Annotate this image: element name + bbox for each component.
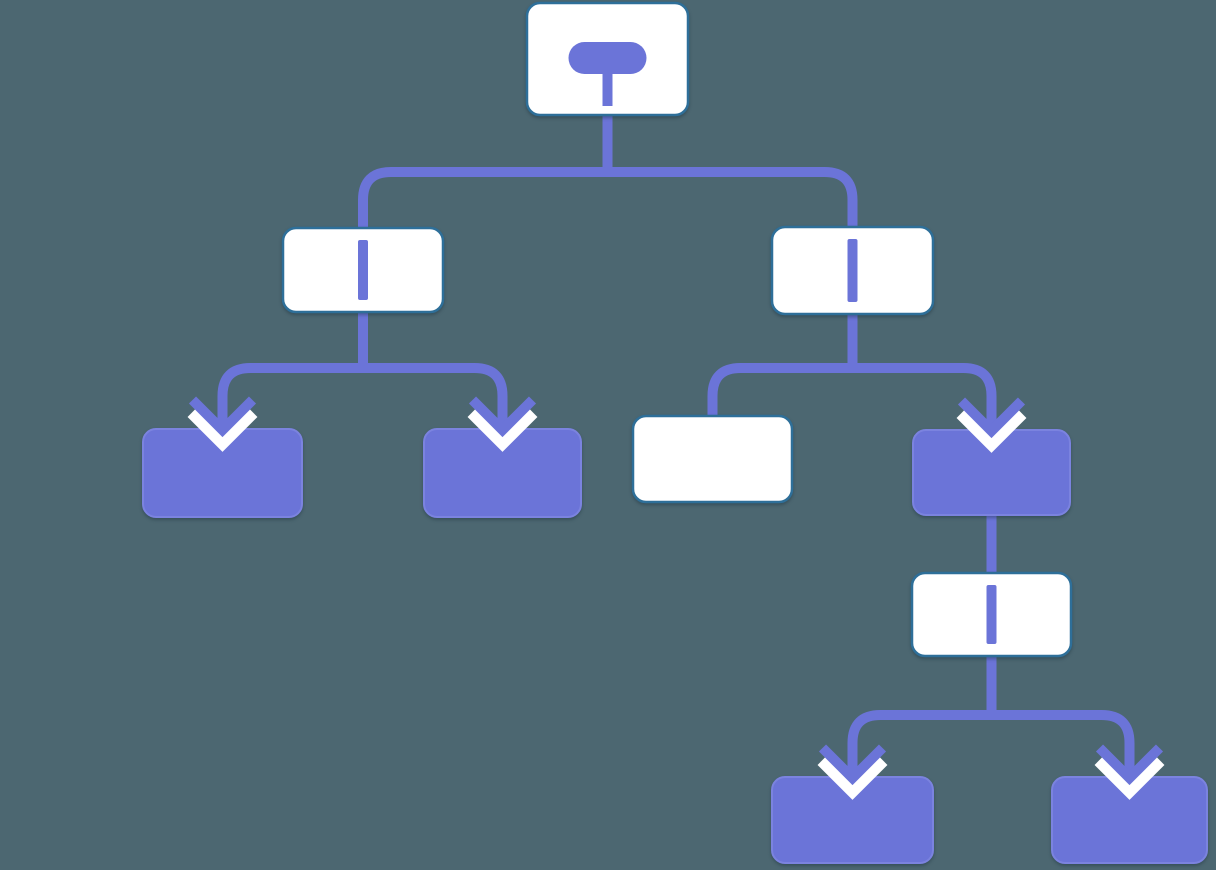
arrow-chevron-icon [187,396,258,452]
divider-bar [847,239,858,302]
arrowhead-layer [187,396,1165,800]
chevron-casing [956,408,1027,453]
pill-shape [568,42,647,74]
divider-bar [986,585,997,644]
connector-edge-from-root [358,115,858,231]
connector-segment [707,363,853,419]
chevron-inner [818,744,887,786]
arrow-chevron-icon [1094,744,1165,800]
arrow-chevron-icon [817,744,888,800]
divider-bar [358,240,368,300]
connector-layer [217,115,1135,775]
arrow-chevron-icon [467,396,538,452]
decision-node-bottom [910,571,1073,658]
arrow-chevron-icon [956,397,1027,453]
node-layer [142,1,1208,864]
connector-edge-from-split-mid [847,656,1135,775]
connector-segment [358,167,608,231]
connector-edge-from-split-right [707,314,997,428]
connector-segment [847,710,992,775]
pill-stem-icon [568,42,647,106]
decision-node-right [770,225,935,316]
chevron-inner [957,397,1026,439]
connector-segment [607,167,858,230]
chevron-casing [467,407,538,452]
task-node-box [631,414,794,504]
chevron-casing [187,407,258,452]
root-node [525,1,690,117]
connector-segment [363,363,508,427]
connector-segment [991,710,1135,775]
pill-stem [602,72,613,106]
connector-segment [852,363,997,428]
chevron-casing [1094,755,1165,800]
connector-edge-from-split-left [217,312,508,427]
chevron-inner [468,396,537,438]
connector-segment [217,363,363,427]
chevron-casing [817,755,888,800]
decision-node-left [281,226,445,314]
chevron-inner [188,396,257,438]
task-node [631,414,794,504]
chevron-inner [1095,744,1164,786]
